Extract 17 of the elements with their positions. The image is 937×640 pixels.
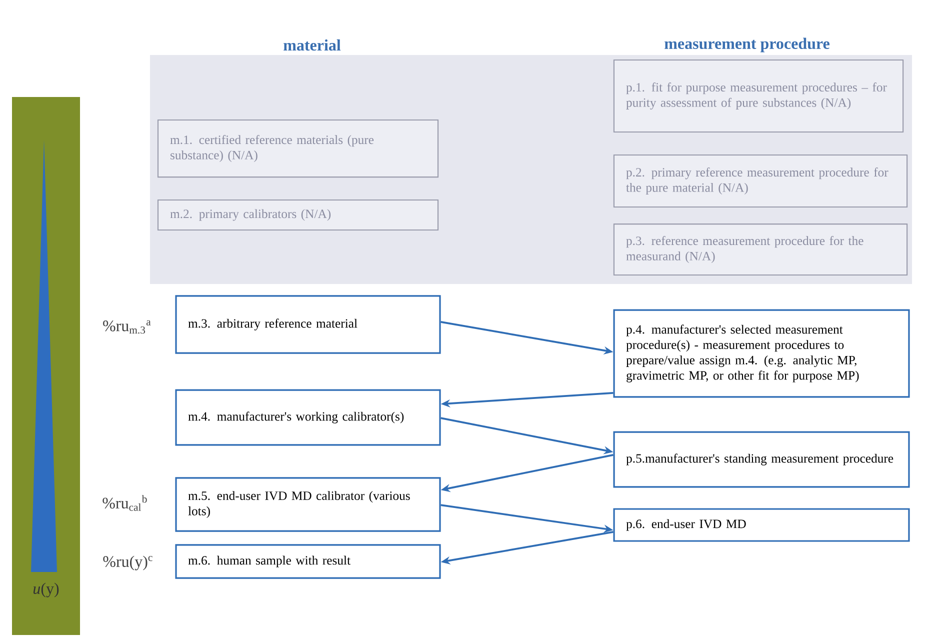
uncertainty-label: %ru(y)$^{c}$ [103, 556, 152, 570]
process-box: p.6. end-user IVD MD [613, 508, 910, 542]
process-box: m.5. end-user IVD MD calibrator (various lots) [175, 477, 441, 532]
process-box: p.5.manufacturer's standing measurement procedure [613, 431, 910, 488]
process-box: m.3. arbitrary reference material [175, 295, 441, 354]
process-box: p.4. manufacturer's selected measurement procedure(s) - measurement procedures to prepare/value assign m.4. (e.g. analytic MP, gravimetric MP, or other fit for purpose MP) [613, 309, 910, 398]
inactive-box: p.3. reference measurement procedure for the measurand (N/A) [613, 224, 908, 276]
inactive-box: p.2. primary reference measurement procedure for the pure material (N/A) [613, 154, 908, 208]
column-heading: material [284, 39, 341, 51]
uncertainty-label: %ru$_{cal}$b [102, 495, 147, 511]
inactive-box: m.2. primary calibrators (N/A) [157, 199, 439, 231]
axis-label: u(y) [33, 582, 59, 598]
inactive-box: p.1. fit for purpose measurement procedures – for purity assessment of pure substances (N/A) [613, 59, 904, 133]
uncertainty-label: %ru$_{m.3}$a [103, 320, 151, 334]
process-box: m.6. human sample with result [175, 544, 441, 579]
inactive-box: m.1. certified reference materials (pure substance) (N/A) [157, 119, 439, 178]
process-box: m.4. manufacturer's working calibrator(s) [175, 389, 441, 446]
